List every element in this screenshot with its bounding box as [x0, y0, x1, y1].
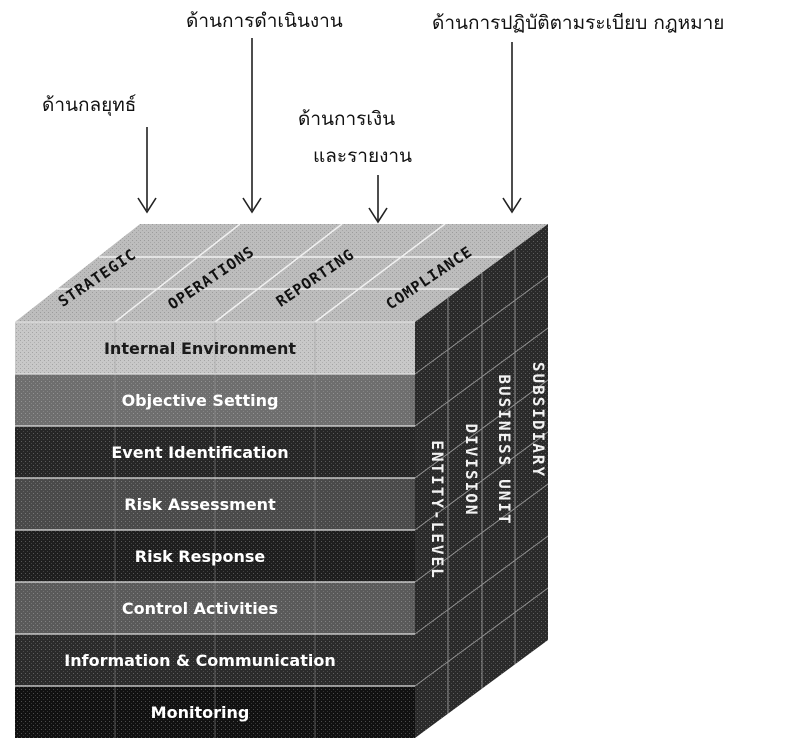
row-label-risk-response: Risk Response: [135, 547, 266, 566]
row-label-risk-assessment: Risk Assessment: [124, 495, 276, 514]
row-label-monitoring: Monitoring: [151, 703, 250, 722]
arrow-operations: [242, 38, 262, 214]
side-label-division: DIVISION: [462, 423, 481, 516]
label-compliance: ด้านการปฏิบัติตามระเบียบ กฎหมาย: [432, 12, 725, 34]
row-label-objective-setting: Objective Setting: [122, 391, 279, 410]
label-reporting-line1: ด้านการเงิน: [298, 108, 396, 130]
row-label-internal-environment: Internal Environment: [104, 339, 296, 358]
cube-side-face: ENTITY-LEVEL DIVISION BUSINESS UNIT SUBSIDI…: [414, 224, 549, 738]
label-reporting-line2: และรายงาน: [313, 145, 413, 167]
arrow-strategic: [137, 127, 157, 214]
side-label-entity-level: ENTITY-LEVEL: [428, 440, 447, 580]
arrow-compliance: [502, 42, 522, 214]
label-strategic: ด้านกลยุทธ์: [42, 94, 137, 116]
label-operations: ด้านการดำเนินงาน: [186, 10, 343, 32]
side-label-subsidiary: SUBSIDIARY: [529, 362, 548, 478]
arrow-reporting: [368, 175, 388, 224]
row-label-control-activities: Control Activities: [122, 599, 278, 618]
row-label-event-identification: Event Identification: [111, 443, 288, 462]
row-label-information-communication: Information & Communication: [64, 651, 335, 670]
side-label-business-unit: BUSINESS UNIT: [495, 374, 514, 525]
